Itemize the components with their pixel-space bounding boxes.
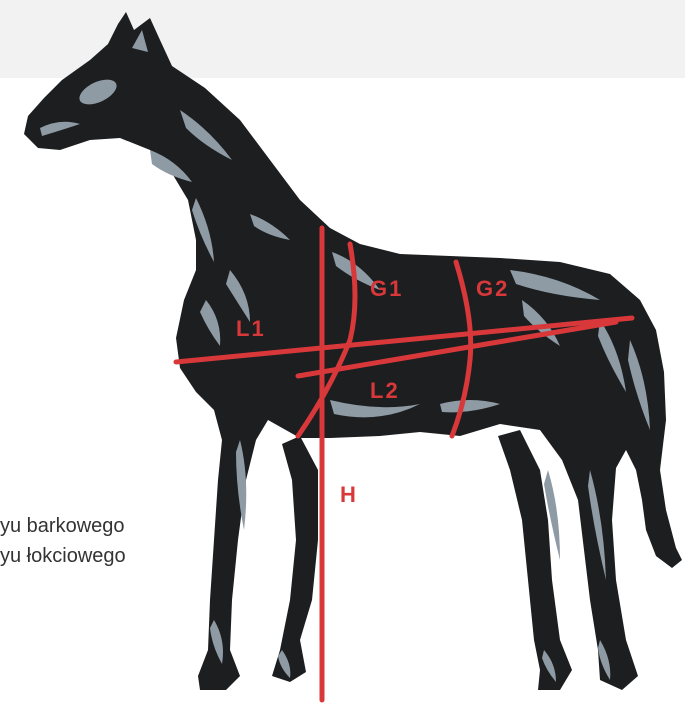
caption-line-2: yu łokciowego (0, 544, 126, 568)
caption-line-1: yu barkowego (0, 514, 125, 538)
label-g2: G2 (476, 276, 509, 301)
label-l2: L2 (370, 378, 400, 403)
label-h: H (340, 482, 358, 507)
horse-silhouette (24, 12, 682, 690)
label-g1: G1 (370, 276, 403, 301)
label-l1: L1 (236, 316, 266, 341)
